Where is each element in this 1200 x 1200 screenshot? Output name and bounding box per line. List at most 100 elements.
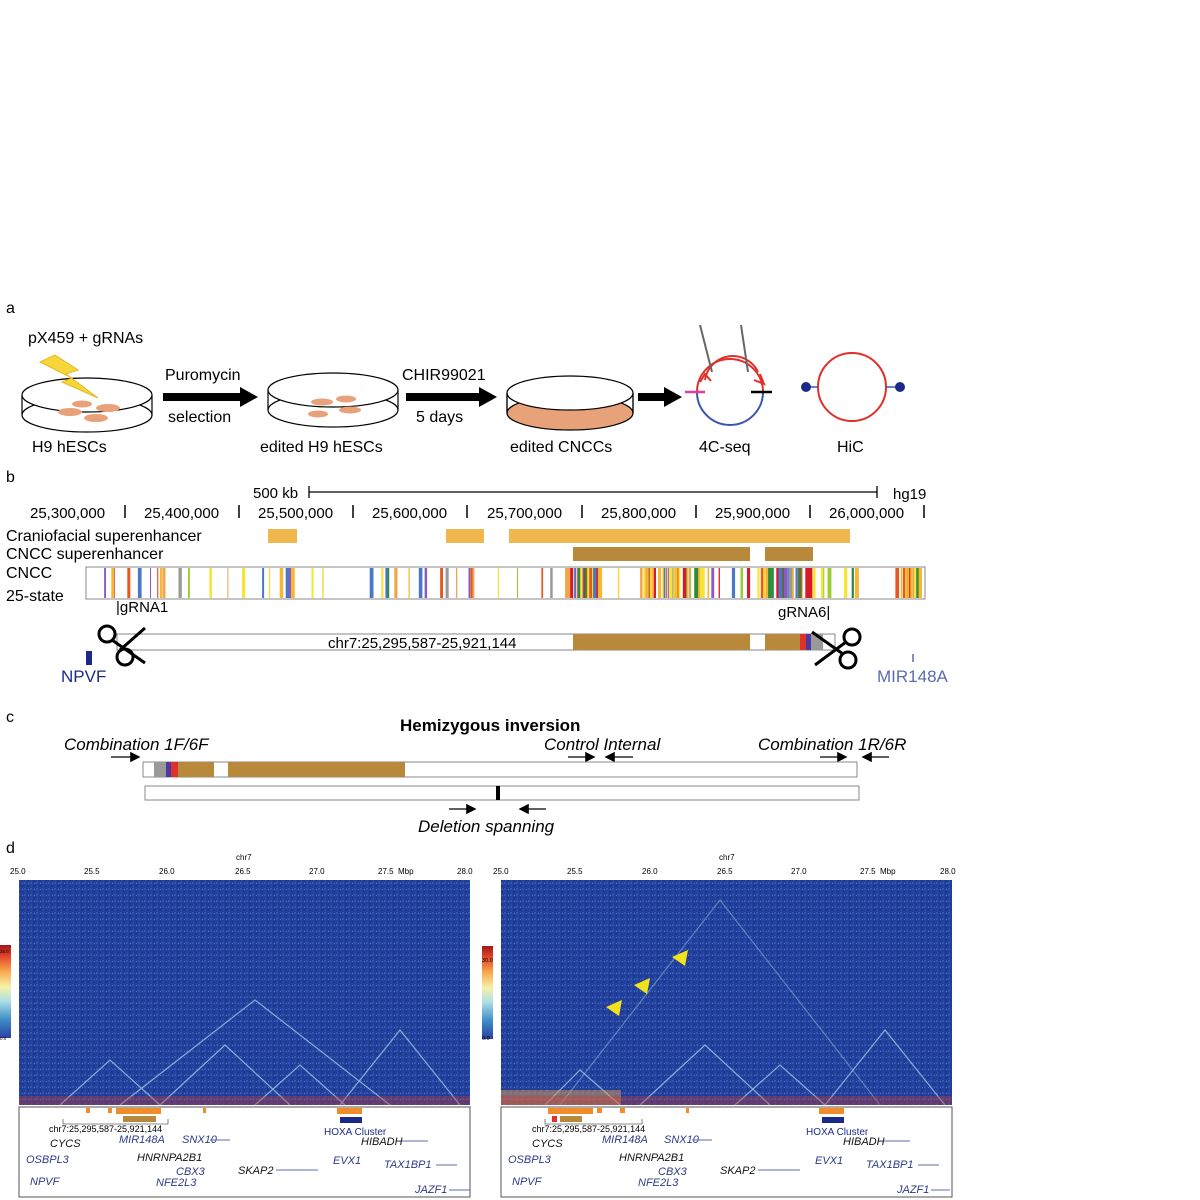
cbar-tick: 0.0 bbox=[482, 1036, 490, 1042]
chromatin-state-stripe bbox=[783, 568, 788, 598]
scissors-right-icon bbox=[811, 627, 862, 670]
gene-cbx3: CBX3 bbox=[176, 1166, 206, 1178]
scale-label: 500 kb bbox=[253, 485, 298, 502]
arrow1-top-label: Puromycin bbox=[165, 367, 241, 384]
chromatin-state-stripe bbox=[663, 568, 665, 598]
gene-skap2: SKAP2 bbox=[720, 1165, 755, 1177]
chromatin-state-stripe bbox=[587, 568, 590, 598]
chromatin-state-stripe bbox=[268, 568, 271, 598]
chromatin-state-stripe bbox=[757, 568, 760, 598]
chromatin-state-stripe bbox=[731, 568, 736, 598]
tick-label: 26,000,000 bbox=[829, 505, 904, 522]
chromatin-state-stripe bbox=[497, 568, 500, 598]
tick-label: 25,700,000 bbox=[487, 505, 562, 522]
chromatin-state-stripe bbox=[900, 568, 903, 598]
chrom-label: chr7 bbox=[719, 853, 735, 862]
gene-jazf1: JAZF1 bbox=[414, 1184, 447, 1196]
grna6-label: gRNA6| bbox=[778, 604, 830, 621]
chromatin-state-stripe bbox=[550, 568, 553, 598]
gene-cycs: CYCS bbox=[50, 1138, 81, 1150]
chromatin-state-stripe bbox=[707, 568, 710, 598]
chromatin-state-stripe bbox=[440, 568, 443, 598]
lightning-icon bbox=[38, 354, 99, 399]
tick-label: 25,300,000 bbox=[30, 505, 105, 522]
hic-map-right: chr7 Mbp 25.0 25.5 26.0 26.5 27.0 27.5 2… bbox=[482, 853, 956, 1198]
region-label-left: chr7:25,295,587-25,921,144 bbox=[49, 1124, 162, 1134]
chromatin-state-stripe bbox=[456, 568, 458, 598]
chromatin-state-stripe bbox=[580, 568, 584, 598]
chromatin-state-stripe bbox=[262, 568, 265, 598]
chromatin-state-stripe bbox=[718, 568, 720, 598]
x-axis-ticks-right: 25.0 25.5 26.0 26.5 27.0 27.5 28.0 bbox=[493, 867, 956, 876]
chromatin-state-stripe bbox=[227, 568, 229, 598]
chromatin-state-stripe bbox=[565, 568, 569, 598]
x-tick: 28.0 bbox=[940, 867, 956, 876]
gene-hnrnpa2b1: HNRNPA2B1 bbox=[619, 1152, 684, 1164]
chromatin-state-stripe bbox=[311, 568, 314, 598]
dish3-label: edited CNCCs bbox=[510, 439, 612, 456]
gene-npvf: NPVF bbox=[512, 1176, 543, 1188]
chromatin-state-stripe bbox=[677, 568, 679, 598]
chromatin-state-stripe bbox=[279, 568, 284, 598]
chromatin-state-stripe bbox=[906, 568, 908, 598]
chromatin-state-stripe bbox=[805, 568, 810, 598]
x-tick: 27.5 bbox=[860, 867, 876, 876]
x-tick: 25.0 bbox=[10, 867, 26, 876]
primer-arrows bbox=[111, 751, 889, 815]
panel-letter-a: a bbox=[6, 300, 15, 317]
chromatin-state-stripe bbox=[577, 568, 582, 598]
gene-tax1bp1: TAX1BP1 bbox=[384, 1159, 432, 1171]
gene-snx10: SNX10 bbox=[182, 1134, 218, 1146]
chromatin-state-stripe bbox=[445, 568, 449, 598]
chromatin-state-stripe bbox=[902, 568, 907, 598]
hic-diagram bbox=[801, 352, 905, 422]
chromatin-state-stripe bbox=[747, 568, 751, 598]
chromatin-state-stripe bbox=[827, 568, 832, 598]
gene-mir148a: MIR148A bbox=[602, 1134, 648, 1146]
chromatin-state-stripe bbox=[471, 568, 475, 598]
control-label: Control Internal bbox=[544, 735, 661, 754]
npvf-gene-mark bbox=[86, 651, 92, 665]
chromatin-state-stripe bbox=[568, 568, 572, 598]
chromatin-state-stripe bbox=[589, 568, 593, 598]
chromatin-state-stripe bbox=[702, 568, 705, 598]
chromatin-state-stripe bbox=[665, 568, 667, 598]
region-label-right: chr7:25,295,587-25,921,144 bbox=[532, 1124, 645, 1134]
chromatin-state-stripe bbox=[209, 568, 212, 598]
chrom-label: chr7 bbox=[236, 853, 252, 862]
scissors-left-icon bbox=[97, 624, 146, 667]
scale-bar bbox=[308, 486, 878, 498]
assembly-label: hg19 bbox=[893, 486, 926, 503]
panel-d: d chr7 Mbp 25.0 25.5 26.0 26.5 27.0 27.5… bbox=[0, 840, 956, 1198]
hoxa-label-left: HOXA Cluster bbox=[324, 1127, 387, 1138]
chromatin-state-stripe bbox=[763, 568, 766, 598]
gene-nfe2l3: NFE2L3 bbox=[638, 1177, 679, 1189]
chromatin-state-stripe bbox=[157, 568, 159, 598]
chromatin-state-stripe bbox=[162, 568, 166, 598]
arrowhead-marker-2 bbox=[634, 978, 650, 994]
panel-letter-d: d bbox=[6, 840, 15, 857]
gene-snx10: SNX10 bbox=[664, 1134, 700, 1146]
chromatin-state-stripe bbox=[821, 568, 824, 598]
chromatin-state-stripe bbox=[679, 568, 681, 598]
coordinate-ticks: 25,300,000 25,400,000 25,500,000 25,600,… bbox=[30, 505, 925, 522]
arrow2-bottom-label: 5 days bbox=[416, 409, 463, 426]
chromatin-state-stripe bbox=[582, 568, 584, 598]
chromatin-state-stripe bbox=[640, 568, 643, 598]
tick-label: 25,900,000 bbox=[715, 505, 790, 522]
chromatin-state-stripe bbox=[137, 568, 142, 598]
deletion-label: Deletion spanning bbox=[418, 817, 555, 836]
panel-c: c Hemizygous inversion Combination 1F/6F… bbox=[6, 709, 906, 836]
chromatin-state-stripe bbox=[823, 568, 825, 598]
chromatin-state-stripe bbox=[694, 568, 699, 598]
gene-nfe2l3: NFE2L3 bbox=[156, 1177, 197, 1189]
gene-track-left: CYCS MIR148A SNX10 HIBADH OSBPL3 HNRNPA2… bbox=[26, 1134, 470, 1196]
chromatin-state-stripe bbox=[851, 568, 854, 598]
chromatin-state-stripe bbox=[908, 568, 912, 598]
x-tick: 28.0 bbox=[457, 867, 473, 876]
dish2-label: edited H9 hESCs bbox=[260, 439, 383, 456]
gene-evx1: EVX1 bbox=[815, 1155, 843, 1167]
dish-h9-hescs bbox=[21, 377, 153, 433]
x-tick: 25.0 bbox=[493, 867, 509, 876]
hic-map-left: chr7 Mbp 25.0 25.5 26.0 26.5 27.0 27.5 2… bbox=[0, 853, 473, 1198]
